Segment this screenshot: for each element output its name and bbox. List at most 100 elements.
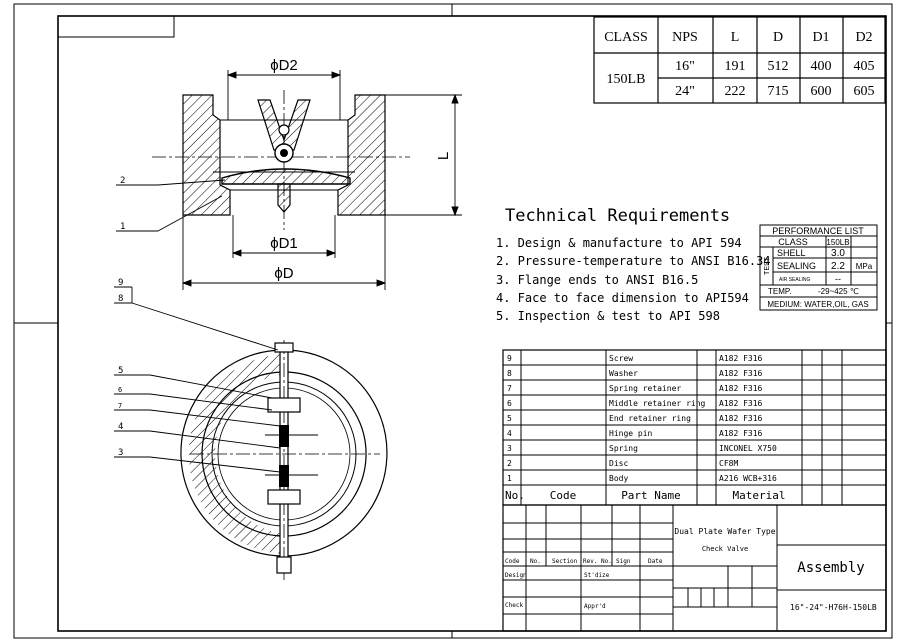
balloon-4: 4 [118,422,123,432]
part-name: Screw [609,354,633,363]
balloon-3: 3 [118,448,123,458]
part-name: Body [609,474,628,483]
tb-col-code: Code [505,558,520,565]
tb-col-date: Date [648,558,663,565]
tb-col-rev: Rev. No. [583,558,612,565]
spec-table: CLASS NPS L D D1 D2 150LB 16" 191 512 40… [593,16,886,104]
disc-plate [221,168,351,185]
perf-temp-value: -29~425 ℃ [818,287,859,296]
spec-class-value: 150LB [607,72,646,87]
part-material: INCONEL X750 [719,444,777,453]
part-no: 5 [507,414,512,423]
tb-col-no: No. [530,558,541,565]
part-no: 8 [507,369,512,378]
part-no: 6 [507,399,512,408]
spec-cell: 405 [854,59,875,74]
part-no: 3 [507,444,512,453]
balloon-1: 1 [120,222,125,232]
spec-cell: 605 [854,84,875,99]
perf-class-label: CLASS [778,237,808,247]
body-right-wall [337,94,386,216]
dimensions [181,70,462,290]
tb-design: Design [505,572,527,579]
part-material: CF8M [719,459,738,468]
front-view [180,340,388,580]
technical-requirements: Technical Requirements 1. Design & manuf… [496,206,771,323]
tech-item: 2. Pressure-temperature to ANSI B16.34 [496,254,771,268]
perf-title: PERFORMANCE LIST [772,226,864,236]
parts-header-no: No. [505,489,525,502]
perf-sealing-label: SEALING [777,261,816,271]
tb-product-line2: Check Valve [702,545,748,553]
spec-header-l: L [731,30,740,45]
part-name: Disc [609,459,628,468]
perf-temp-label: TEMP. [768,287,791,296]
spec-header-d: D [773,30,783,45]
parts-list: 9 Screw A182 F316 8 Washer A182 F316 7 S… [502,349,887,506]
part-material: A182 F316 [719,384,763,393]
spec-cell: 400 [811,59,832,74]
perf-class-value: 150LB [826,238,849,247]
dim-l: L [435,152,452,160]
spec-cell: 24" [675,84,695,99]
dim-d: ϕD [274,265,293,282]
tb-col-sign: Sign [616,558,631,565]
tb-assembly: Assembly [797,560,864,576]
sheet-border [13,3,893,639]
spec-cell: 715 [768,84,789,99]
spec-header-d1: D1 [812,30,829,45]
spec-cell: 191 [725,59,746,74]
tb-check: Check [505,602,523,609]
title-block: Dual Plate Wafer Type Check Valve Assemb… [502,504,887,632]
balloon-2: 2 [120,176,125,186]
tech-title: Technical Requirements [505,206,730,226]
parts-header-name: Part Name [621,489,681,502]
perf-air-label: AIR SEALING [779,277,811,283]
part-material: A182 F316 [719,429,763,438]
part-name: Washer [609,369,638,378]
tech-item: 1. Design & manufacture to API 594 [496,236,742,250]
performance-list: PERFORMANCE LIST CLASS 150LB TEST SHELL … [759,224,878,311]
part-name: Middle retainer ring [609,399,706,408]
part-no: 2 [507,459,512,468]
dim-d1: ϕD1 [270,235,298,252]
perf-shell-value: 3.0 [831,248,845,259]
perf-medium: MEDIUM: WATER,OIL, GAS [767,300,868,309]
balloon-5: 5 [118,366,123,376]
spec-cell: 512 [768,59,789,74]
tech-item: 5. Inspection & test to API 598 [496,309,720,323]
spec-header-nps: NPS [672,30,698,45]
part-name: Spring retainer [609,384,681,393]
balloon-6: 6 [118,386,122,394]
parts-header-code: Code [550,489,577,502]
tb-apprd: Appr'd [584,603,606,610]
part-name: Hinge pin [609,429,653,438]
part-name: End retainer ring [609,414,691,423]
part-no: 9 [507,354,512,363]
perf-unit: MPa [856,262,873,271]
tech-item: 4. Face to face dimension to API594 [496,291,749,305]
spec-header-class: CLASS [604,30,648,45]
part-material: A216 WCB+316 [719,474,777,483]
balloon-8: 8 [118,294,123,304]
part-no: 4 [507,429,512,438]
body-left-wall [182,94,231,216]
tech-item: 3. Flange ends to ANSI B16.5 [496,273,698,287]
part-material: A182 F316 [719,369,763,378]
spec-header-d2: D2 [855,30,872,45]
perf-air-value: -- [835,274,841,284]
tb-col-section: Section [552,558,578,565]
balloon-leaders [114,179,281,473]
balloon-9: 9 [118,278,123,288]
part-material: A182 F316 [719,354,763,363]
parts-header-material: Material [733,489,786,502]
tb-product-line1: Dual Plate Wafer Type [674,527,775,536]
part-material: A182 F316 [719,399,763,408]
balloon-7: 7 [118,402,122,410]
part-material: A182 F316 [719,414,763,423]
perf-sealing-value: 2.2 [831,261,845,272]
spec-cell: 600 [811,84,832,99]
part-no: 1 [507,474,512,483]
part-name: Spring [609,444,638,453]
